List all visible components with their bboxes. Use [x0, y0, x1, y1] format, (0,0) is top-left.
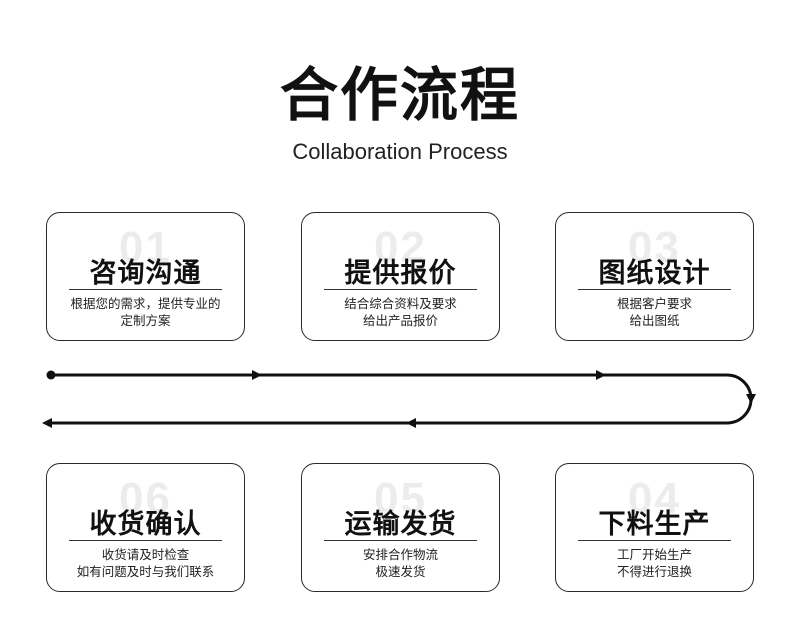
step-title: 运输发货: [344, 509, 457, 540]
step-description-line: 如有问题及时与我们联系: [76, 564, 215, 579]
step-card-confirm: 06 收货确认 收货请及时检查 如有问题及时与我们联系: [46, 463, 245, 592]
step-title: 图纸设计: [598, 258, 711, 289]
page-title: 合作流程: [279, 61, 520, 129]
step-number: 02: [374, 223, 427, 272]
step-description-line: 根据您的需求，提供专业的: [70, 296, 221, 311]
arrow-left-icon: [406, 418, 416, 428]
arrow-left-icon: [42, 418, 52, 428]
step-description-line: 给出产品报价: [362, 313, 438, 328]
step-description-line: 收货请及时检查: [101, 547, 190, 562]
step-description-line: 不得进行退换: [616, 564, 692, 579]
step-number: 03: [628, 223, 681, 272]
step-description-line: 定制方案: [120, 313, 171, 328]
step-description: 收货请及时检查 如有问题及时与我们联系: [53, 546, 238, 580]
divider: [69, 289, 222, 290]
step-number: 04: [628, 474, 681, 523]
divider: [69, 540, 222, 541]
step-description-line: 结合综合资料及要求: [344, 296, 457, 311]
step-description: 结合综合资料及要求 给出产品报价: [308, 295, 493, 329]
step-number: 01: [119, 223, 172, 272]
divider: [578, 289, 731, 290]
step-card-consult: 01 咨询沟通 根据您的需求，提供专业的 定制方案: [46, 212, 245, 341]
step-title: 下料生产: [598, 509, 711, 540]
step-description: 工厂开始生产 不得进行退换: [562, 546, 747, 580]
divider: [578, 540, 731, 541]
step-description: 根据客户要求 给出图纸: [562, 295, 747, 329]
divider: [324, 540, 477, 541]
step-description-line: 极速发货: [375, 564, 426, 579]
step-description-line: 工厂开始生产: [616, 547, 692, 562]
step-description-line: 根据客户要求: [616, 296, 692, 311]
step-description-line: 给出图纸: [629, 313, 680, 328]
step-title: 咨询沟通: [89, 258, 202, 289]
divider: [324, 289, 477, 290]
step-number: 06: [119, 474, 172, 523]
arrow-right-icon: [596, 370, 606, 380]
step-card-design: 03 图纸设计 根据客户要求 给出图纸: [555, 212, 754, 341]
step-description: 安排合作物流 极速发货: [308, 546, 493, 580]
step-title: 收货确认: [89, 509, 202, 540]
step-description: 根据您的需求，提供专业的 定制方案: [53, 295, 238, 329]
step-description-line: 安排合作物流: [362, 547, 438, 562]
step-card-production: 04 下料生产 工厂开始生产 不得进行退换: [555, 463, 754, 592]
flow-path: [48, 373, 753, 425]
step-title: 提供报价: [344, 258, 457, 289]
arrow-right-icon: [252, 370, 262, 380]
step-number: 05: [374, 474, 427, 523]
step-card-shipping: 05 运输发货 安排合作物流 极速发货: [301, 463, 500, 592]
page-subtitle: Collaboration Process: [292, 139, 508, 164]
step-card-quote: 02 提供报价 结合综合资料及要求 给出产品报价: [301, 212, 500, 341]
arrow-down-icon: [746, 394, 756, 404]
